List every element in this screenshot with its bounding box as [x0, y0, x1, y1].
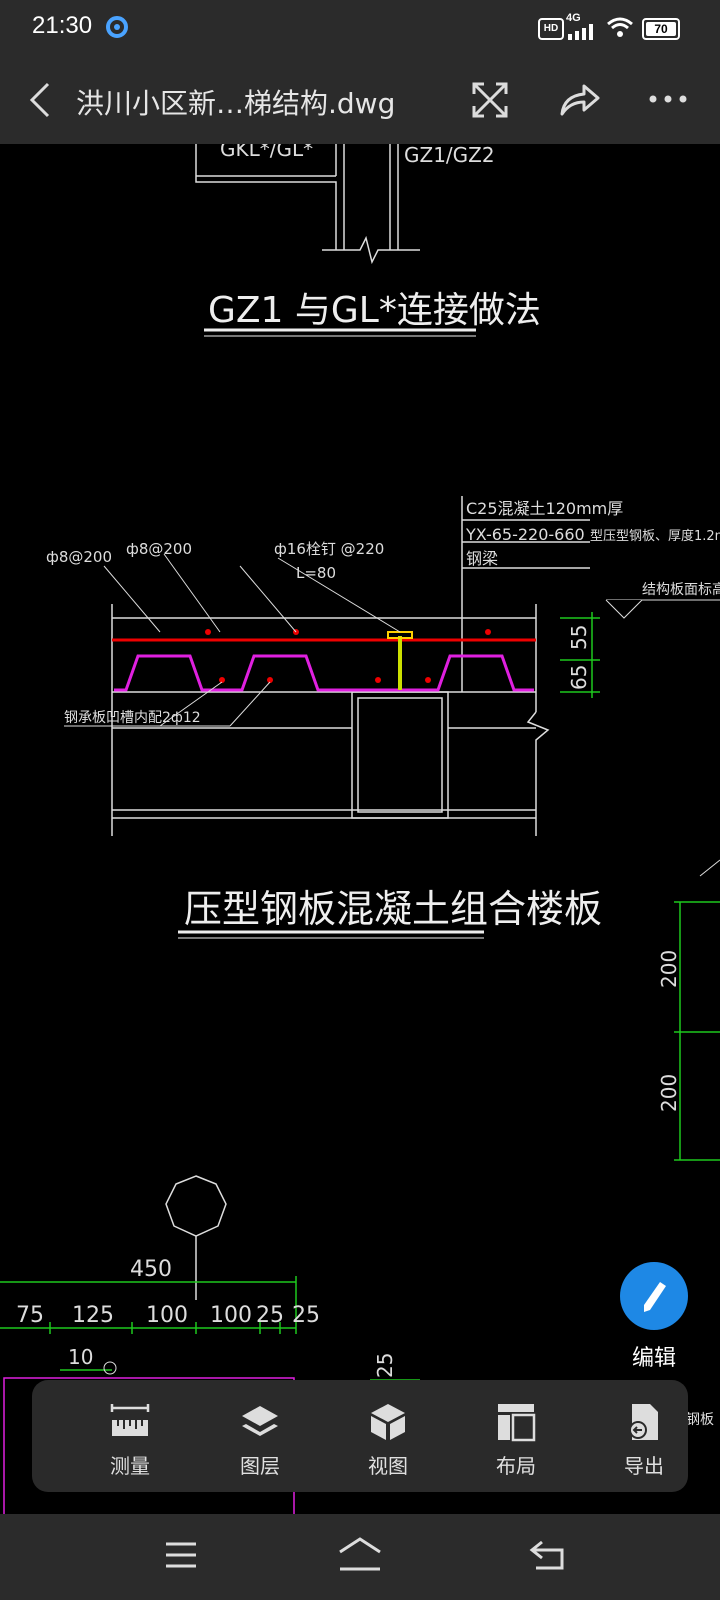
- detail-title-1: GZ1 与GL*连接做法: [208, 290, 541, 331]
- fullscreen-icon[interactable]: [470, 80, 510, 120]
- tool-view[interactable]: 视图: [338, 1380, 438, 1492]
- dim-part-5: 25: [256, 1303, 284, 1328]
- edit-label: 编辑: [631, 1346, 676, 1371]
- dim-part-1: 75: [16, 1303, 44, 1328]
- network-label: 4G: [566, 12, 581, 24]
- signal-icon: [568, 24, 593, 40]
- export-icon: [629, 1404, 658, 1440]
- tool-measure-label: 测量: [110, 1454, 150, 1478]
- stud-length: L=80: [296, 564, 336, 582]
- layout-icon: [498, 1404, 536, 1442]
- tool-view-label: 视图: [368, 1454, 408, 1478]
- file-title: 洪川小区新…梯结构.dwg: [76, 87, 396, 120]
- back-nav-icon[interactable]: [528, 1538, 568, 1572]
- tool-export-label: 导出: [624, 1454, 664, 1478]
- pencil-icon: [644, 1282, 666, 1312]
- cube-icon: [371, 1404, 405, 1440]
- edit-button[interactable]: [620, 1262, 688, 1330]
- concrete-note: C25混凝土120mm厚: [466, 499, 623, 518]
- level-label: 结构板面标高: [642, 581, 720, 598]
- wifi-icon: [607, 17, 633, 37]
- layers-icon: [242, 1406, 278, 1436]
- right-dim-1: 200: [657, 950, 681, 988]
- system-nav-bar: [0, 1514, 720, 1600]
- share-icon[interactable]: [558, 82, 600, 118]
- dim-vert: 25: [373, 1353, 397, 1378]
- ruler-icon: [110, 1404, 150, 1436]
- gkl-label: GKL*/GL*: [220, 144, 313, 161]
- deck-note: 型压型钢板、厚度1.2m: [590, 528, 720, 544]
- drawing-canvas[interactable]: GKL*/GL* GZ1/GZ2 GZ1 与GL*连接做法: [0, 137, 720, 1519]
- deck-spec: YX-65-220-660: [465, 525, 585, 544]
- home-icon[interactable]: [336, 1536, 384, 1572]
- hd-badge: HD: [538, 18, 564, 40]
- tool-layers-label: 图层: [240, 1454, 280, 1478]
- dim-total: 450: [130, 1257, 172, 1282]
- app-header: 洪川小区新…梯结构.dwg: [0, 56, 720, 144]
- gz-connection-detail: [195, 144, 420, 265]
- cad-drawing: GKL*/GL* GZ1/GZ2 GZ1 与GL*连接做法: [0, 137, 720, 1519]
- dim-part-6: 25: [292, 1303, 320, 1328]
- dim-small: 10: [68, 1345, 93, 1369]
- tool-layout[interactable]: 布局: [466, 1380, 566, 1492]
- tool-export[interactable]: 导出: [594, 1380, 694, 1492]
- grid-axis-bubble: [165, 1175, 227, 1237]
- battery-icon: 70: [642, 18, 680, 40]
- detail-title-2: 压型钢板混凝土组合楼板: [184, 887, 602, 931]
- floor-slab-section: [111, 496, 590, 836]
- tool-measure[interactable]: 测量: [80, 1380, 180, 1492]
- right-plate-label: 钢板: [686, 1412, 714, 1428]
- battery-level: 70: [646, 22, 676, 36]
- dim-55: 55: [567, 625, 591, 650]
- tool-layers[interactable]: 图层: [210, 1380, 310, 1492]
- stud-label: ф16栓钉 @220: [274, 540, 384, 558]
- right-dim-2: 200: [657, 1074, 681, 1112]
- rebar-mid-label: ф8@200: [126, 540, 192, 558]
- more-icon[interactable]: [648, 94, 688, 104]
- bottom-toolbar: 测量 图层 视图 布局 导出: [32, 1380, 688, 1492]
- dim-part-2: 125: [72, 1303, 114, 1328]
- dim-part-3: 100: [146, 1303, 188, 1328]
- gz-label: GZ1/GZ2: [404, 144, 495, 167]
- app-notification-icon: [106, 16, 128, 38]
- beam-label: 钢梁: [466, 549, 498, 568]
- trough-rebar-label: 钢承板凹槽内配2ф12: [64, 710, 201, 726]
- menu-icon[interactable]: [164, 1540, 198, 1570]
- dim-part-4: 100: [210, 1303, 252, 1328]
- status-time: 21:30: [32, 12, 93, 39]
- steel-deck: [114, 654, 534, 692]
- status-bar: 21:30 HD 4G 70: [0, 0, 720, 56]
- dim-65: 65: [567, 665, 591, 690]
- back-icon[interactable]: [28, 82, 52, 118]
- rebar-left-label: ф8@200: [46, 548, 112, 566]
- tool-layout-label: 布局: [496, 1454, 536, 1478]
